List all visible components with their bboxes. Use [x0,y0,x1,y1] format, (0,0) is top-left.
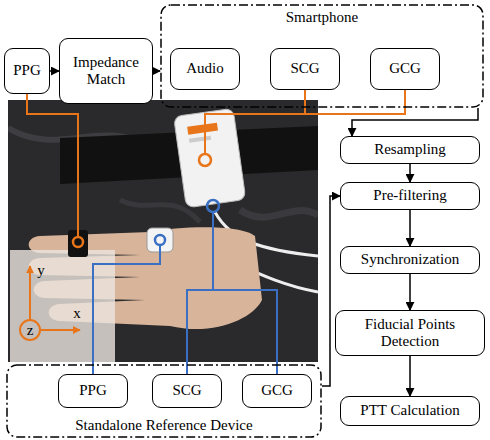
channel-box: Audio [170,48,240,90]
channel-box: GCG [370,48,440,90]
flow-arrow [409,164,411,182]
process-box: PTT Calculation [340,396,480,426]
channel-box: SCG [152,374,222,408]
box-label: Fiducial Points Detection [336,316,484,351]
flow-arrow [352,108,478,136]
flow-arrow [153,70,160,72]
process-box: Impedance Match [59,38,153,104]
group-heading: Standalone Reference Device [6,417,322,434]
box-label: SCG [290,60,319,77]
axis-label: y [36,262,46,279]
flow-arrow [409,274,411,310]
chest-photo [8,100,318,362]
process-box: Synchronization [340,246,480,274]
process-box: Resampling [340,136,480,164]
axis-label: z [25,322,35,339]
group-heading: Smartphone [160,9,484,26]
box-label: PPG [13,62,41,79]
axis-label: x [72,305,82,322]
box-label: PTT Calculation [360,402,459,419]
box-label: PPG [79,382,107,399]
box-label: SCG [172,382,201,399]
box-label: GCG [261,382,293,399]
box-label: Pre-filtering [373,187,446,204]
flow-arrow [409,356,411,396]
box-label: Synchronization [361,251,459,268]
box-label: Resampling [374,141,446,158]
axis-symbol [20,266,80,340]
box-label: GCG [389,60,421,77]
device-group: SmartphoneAudio SCG GCG [160,4,484,108]
device-group: Standalone Reference Device PPG SCG GCG [6,364,322,438]
flow-arrow [50,70,59,72]
channel-box: PPG [58,374,128,408]
sensor-box: PPG [4,48,50,94]
channel-box: SCG [270,48,340,90]
flow-arrow [409,210,411,246]
box-label: Audio [186,60,224,77]
process-box: Fiducial Points Detection [335,310,485,356]
process-box: Pre-filtering [340,182,480,210]
channel-box: GCG [242,374,312,408]
flow-arrow [322,196,340,386]
box-label: Impedance Match [60,54,152,89]
